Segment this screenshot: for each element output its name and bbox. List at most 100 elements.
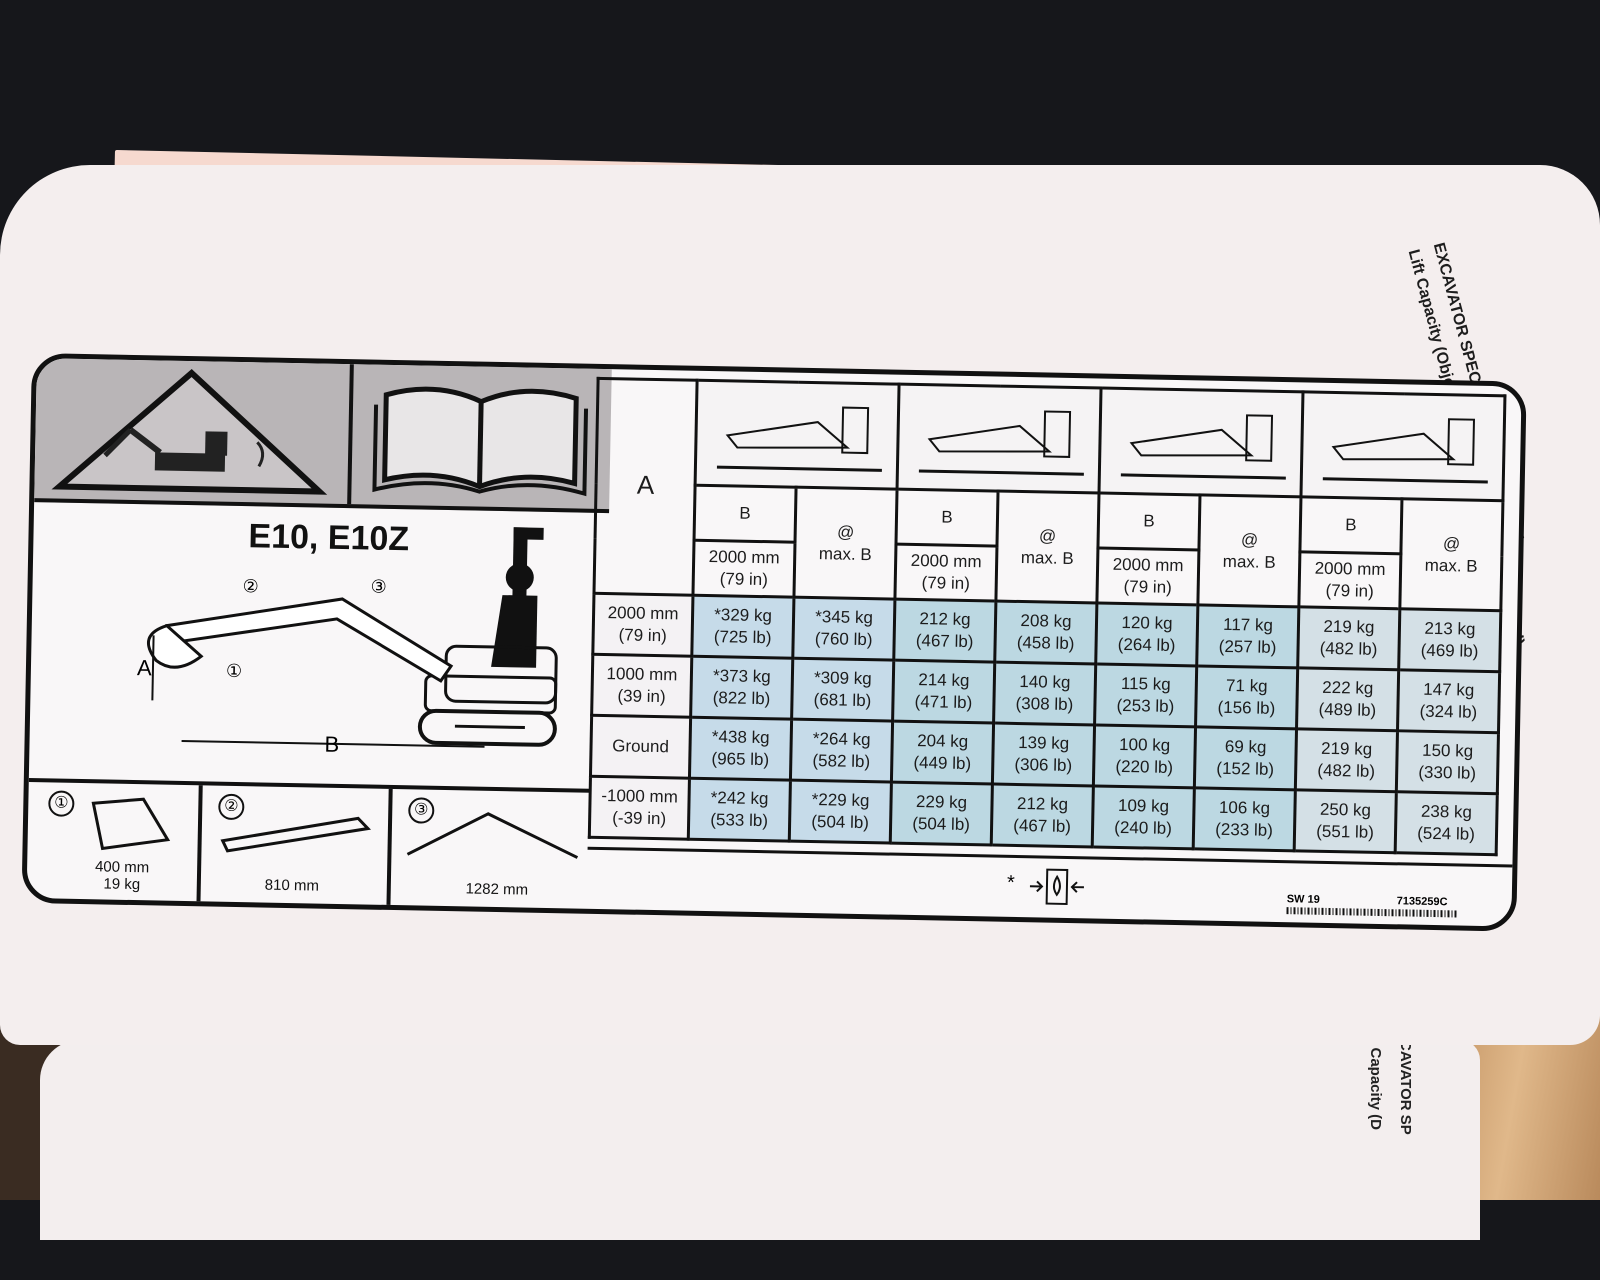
capacity-kg: 147 kg [1423,679,1475,700]
excavator-front-load-icon [716,406,882,472]
header-b-4: B [1299,496,1402,554]
attachment-number: ① [48,790,75,817]
hydraulic-lock-icon [1029,868,1084,905]
callout-2: ② [242,576,259,596]
capacity-lb: (504 lb) [811,812,870,833]
header-b-3: B [1097,493,1200,550]
row-height-label: 1000 mm(39 in) [591,654,692,718]
arm-length: 810 mm [264,876,320,895]
capacity-lb: (253 lb) [1116,695,1175,716]
capacity-cell: 117 kg(257 lb) [1196,604,1299,668]
header-b-2: B [895,489,999,547]
attachments-row: ① 400 mm 19 kg ② 810 mm ③ 1282 mm [26,778,604,914]
capacity-lb: (482 lb) [1317,760,1376,781]
capacity-cell: 250 kg(551 lb) [1294,789,1397,853]
capacity-kg: 208 kg [1020,611,1072,632]
manual-book-icon [372,386,589,497]
header-a: A [593,378,698,596]
capacity-lb: (725 lb) [713,627,772,648]
capacity-lb: (822 lb) [712,688,771,709]
capacity-cell: 238 kg(524 lb) [1395,791,1498,855]
capacity-kg: 115 kg [1120,673,1171,694]
capacity-kg: *264 kg [812,729,871,750]
row-height-mm: -1000 mm [601,786,679,807]
row-height-mm: 1000 mm [606,664,678,685]
capacity-lb: (324 lb) [1419,701,1478,722]
capacity-kg: *242 kg [710,788,769,809]
capacity-lb: (469 lb) [1420,640,1479,661]
warning-icon-panel [34,358,612,514]
bucket-attachment: ① 400 mm 19 kg [26,782,203,906]
capacity-lb: (330 lb) [1418,762,1477,783]
capacity-lb: (233 lb) [1215,819,1274,840]
capacity-cell: 120 kg(264 lb) [1095,602,1198,666]
row-height-in: (79 in) [618,625,667,646]
header-max-1: @max. B [793,487,898,600]
capacity-cell: *229 kg(504 lb) [789,780,892,844]
capacity-cell: 219 kg(482 lb) [1295,728,1398,792]
capacity-kg: *329 kg [714,605,773,626]
capacity-kg: 117 kg [1222,614,1274,635]
config-3-pic [1099,388,1303,497]
capacity-kg: 150 kg [1421,740,1474,761]
capacity-lb: (449 lb) [913,752,972,774]
b-mm: 2000 mm [708,547,780,568]
capacity-cell: 100 kg(220 lb) [1093,724,1196,788]
capacity-cell: 212 kg(467 lb) [991,784,1094,847]
capacity-kg: *309 kg [813,668,872,689]
b-mm: 2000 mm [1112,554,1184,576]
lower-page-line1: EXCAVATOR SP [1397,1020,1414,1135]
footer-star: * [1006,871,1016,894]
capacity-cell: 139 kg(306 lb) [992,723,1095,786]
row-height-mm: 2000 mm [607,603,679,624]
capacity-lb: (156 lb) [1217,697,1276,718]
capacity-lb: (220 lb) [1115,756,1174,777]
config-1-pic [695,380,900,490]
capacity-lb: (240 lb) [1114,817,1173,838]
capacity-kg: 204 kg [917,731,969,752]
boom-length: 1282 mm [465,880,529,899]
header-max-3: @max. B [1197,494,1301,607]
max-at: @ [836,521,855,542]
capacity-kg: 106 kg [1218,797,1271,818]
config-2-pic [897,384,1102,494]
boom-icon [406,812,579,859]
header-b-mm-2: 2000 mm(79 in) [894,544,997,602]
capacity-lb: (965 lb) [711,749,770,770]
excavator-side-narrow-icon [1120,414,1286,480]
bucket-icon [91,797,171,851]
warning-triangle-icon [51,369,328,495]
capacity-cell: 213 kg(469 lb) [1398,608,1501,672]
max-at: @ [1442,533,1461,553]
capacity-cell: 140 kg(308 lb) [993,662,1096,725]
header-b-mm-1: 2000 mm(79 in) [692,540,796,598]
callout-1: ① [226,661,243,681]
decal-footer: * SW 19 7135259C [586,846,1513,930]
header-max-2: @max. B [995,491,1100,603]
capacity-cell: 147 kg(324 lb) [1397,669,1500,733]
lower-page: EXCAVATOR SP Lift Capacity (D [40,1020,1480,1240]
lift-capacity-table: A B @max. B B @max. B B @max. B B @max. … [588,377,1507,856]
capacity-lb: (306 lb) [1014,754,1073,776]
excavator-diagram: ② ③ ① A B [137,527,558,757]
row-height-in: (-39 in) [612,808,667,829]
capacity-cell: *309 kg(681 lb) [791,658,894,722]
max-at: @ [1038,525,1057,546]
capacity-kg: 219 kg [1323,616,1375,637]
capacity-lb: (760 lb) [814,629,873,650]
excavator-side-wide-icon [1322,418,1488,484]
header-max-4: @max. B [1399,498,1503,611]
b-mm: 2000 mm [910,550,982,572]
arm-attachment: ② 810 mm [196,785,393,909]
capacity-lb: (524 lb) [1417,823,1476,844]
capacity-kg: 213 kg [1424,618,1476,639]
capacity-kg: 229 kg [915,792,968,813]
capacity-cell: 204 kg(449 lb) [891,721,994,785]
capacity-lb: (533 lb) [710,810,769,831]
icon-separator [347,364,354,505]
capacity-cell: 106 kg(233 lb) [1193,787,1296,851]
capacity-lb: (264 lb) [1117,634,1176,656]
header-b-mm-3: 2000 mm(79 in) [1096,547,1199,605]
config-4-pic [1300,391,1505,501]
b-in: (79 in) [1123,577,1172,597]
